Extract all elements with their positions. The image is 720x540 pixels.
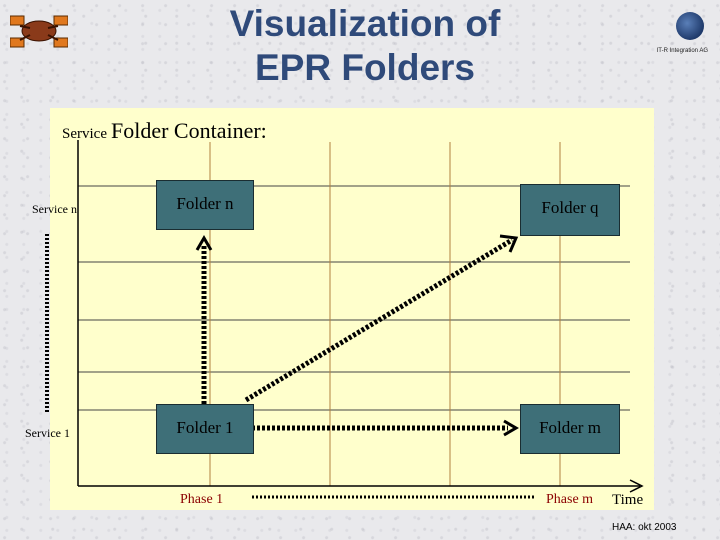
service-1-label: Service 1 [25,426,70,440]
logo-caption: IT-R Integration AG [656,48,708,54]
title-line-2: EPR Folders [255,47,475,88]
slide-title: Visualization of EPR Folders [160,2,570,90]
folder-m-box: Folder m [520,404,620,454]
time-axis-label: Time [612,492,644,508]
transition-arrows [201,237,514,431]
phase-m-label: Phase m [546,492,594,507]
arrow-folder1-to-folderq [244,237,514,403]
phase-1-label: Phase 1 [180,492,224,507]
container-label-service: Service [62,126,107,142]
service-n-label: Service n [32,202,77,216]
axes [77,140,644,493]
company-logo-left [10,15,68,48]
container-label-folder: Folder Container: [110,118,267,143]
globe-icon [676,12,704,40]
title-line-1: Visualization of [229,3,501,44]
company-logo-right: IT-R Integration AG [636,10,708,58]
x-axis-arrowhead [629,479,644,493]
folder-q-box: Folder q [520,184,620,236]
folder-1-box: Folder 1 [156,404,254,454]
folder-n-box: Folder n [156,180,254,230]
arrowheads [195,234,519,437]
slide-footer: HAA: okt 2003 [612,522,677,533]
folder-container-label: Service Folder Container: [62,118,267,144]
